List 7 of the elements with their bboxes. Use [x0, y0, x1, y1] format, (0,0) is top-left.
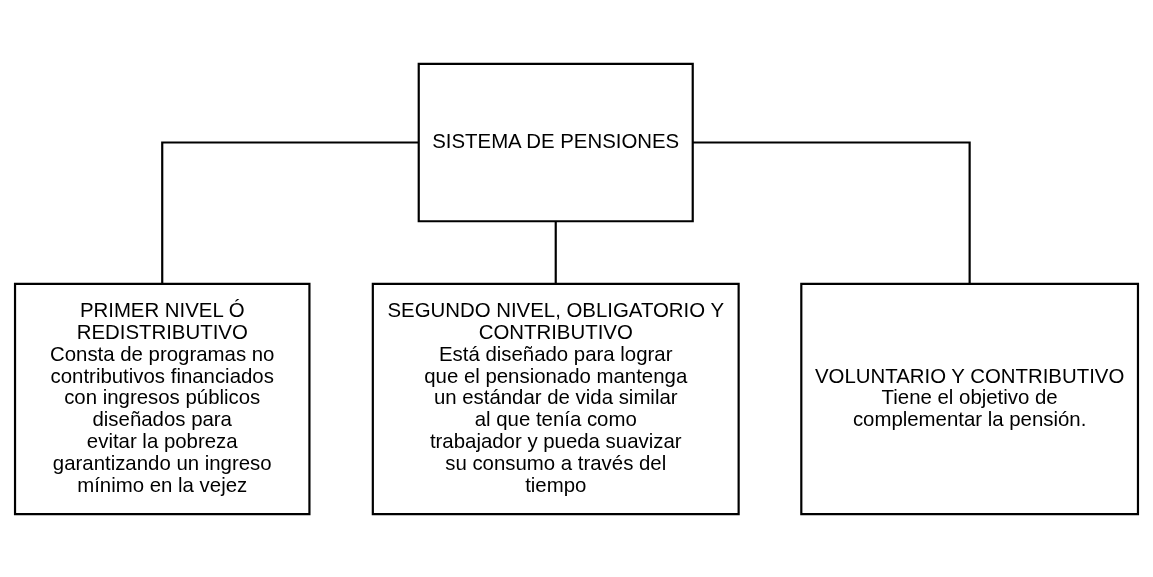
- node-box: SISTEMA DE PENSIONES: [417, 62, 694, 222]
- node-box: SEGUNDO NIVEL, OBLIGATORIO Y CONTRIBUTIVO Está diseñado para lograr que el pensionado mantenga un estándar de vida similar al que tenía como trabajador y pueda suavizar su consumo a través del tiempo: [371, 282, 740, 515]
- node-box: VOLUNTARIO Y CONTRIBUTIVO Tiene el objetivo de complementar la pensión.: [800, 282, 1140, 515]
- connector: [554, 221, 557, 283]
- connector: [693, 140, 971, 284]
- connector: [161, 140, 419, 284]
- node-box: PRIMER NIVEL Ó REDISTRIBUTIVO Consta de programas no contributivos financiados con ingresos públicos diseñados para evitar la pobreza garantizando un ingreso mínimo en la vejez: [13, 282, 311, 515]
